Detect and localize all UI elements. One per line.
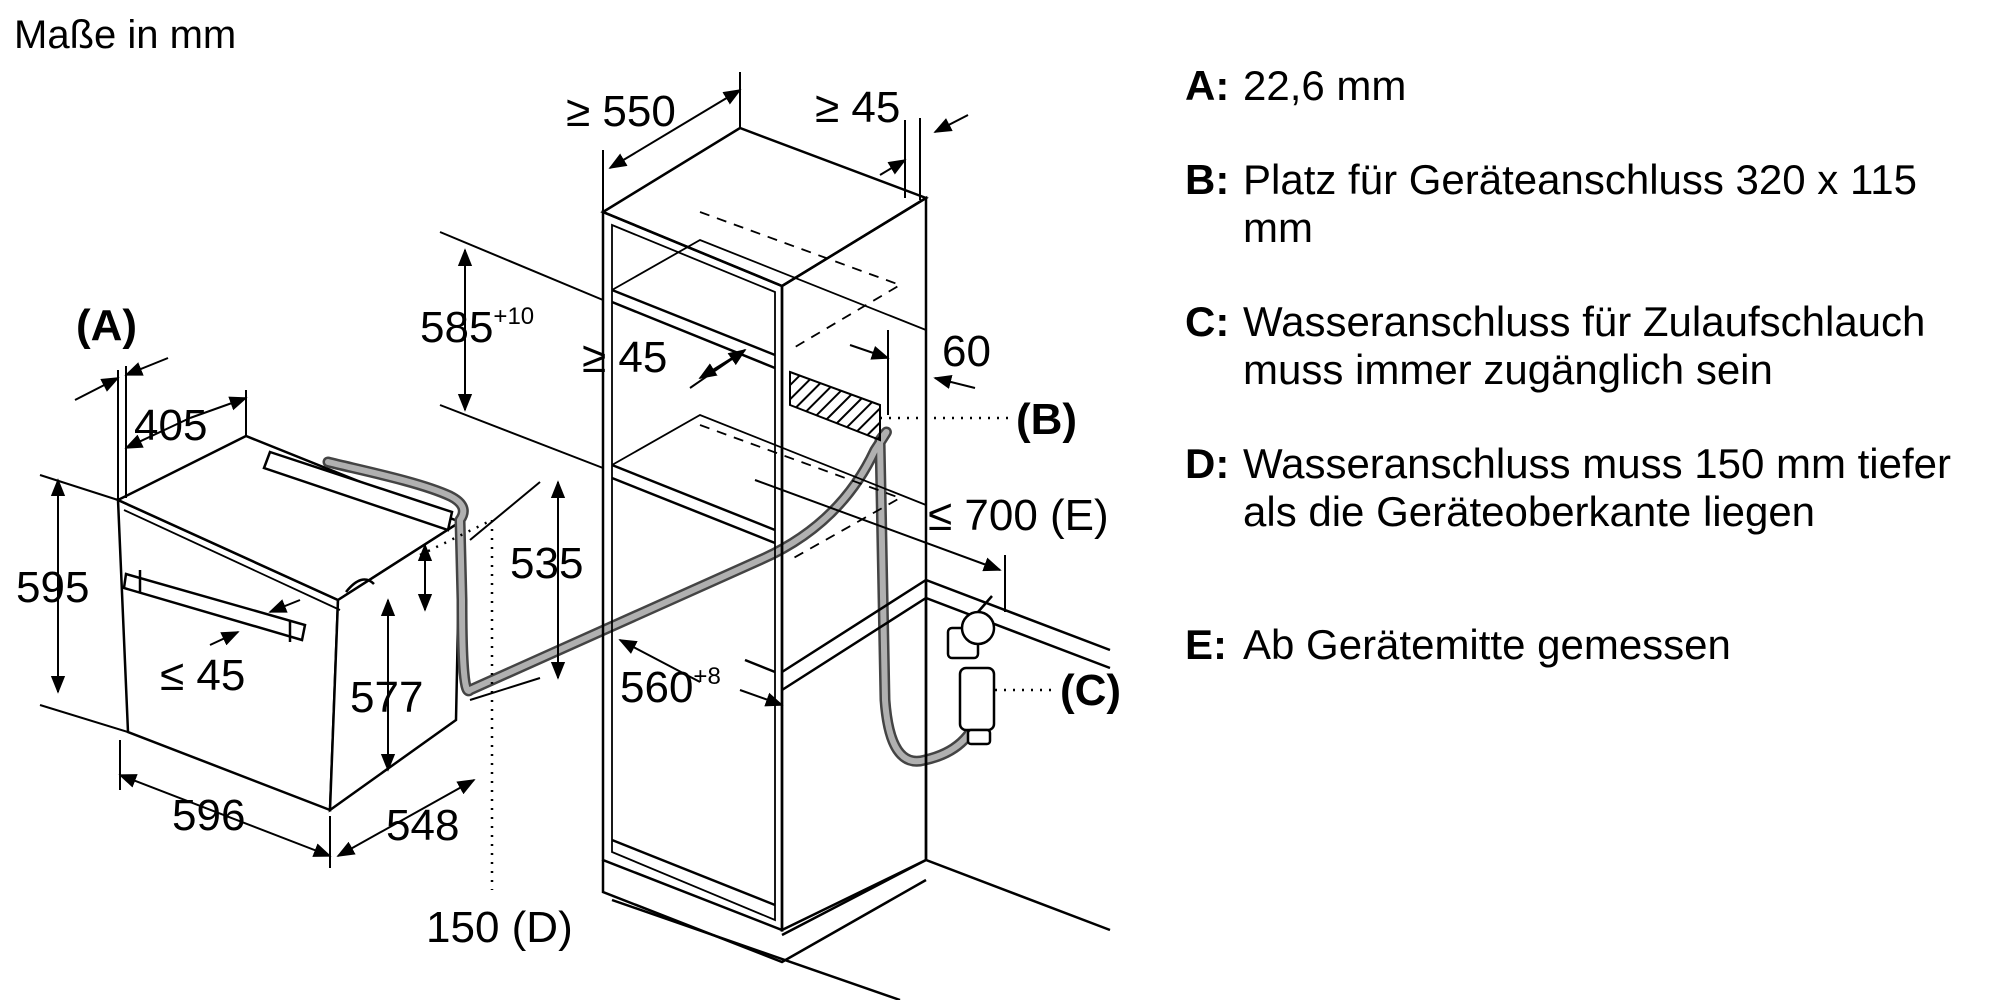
legend-text: Ab Gerätemitte gemessen <box>1243 621 1731 668</box>
legend-key: E: <box>1185 621 1227 668</box>
oven-drawing <box>115 434 463 813</box>
label-a: (A) <box>76 301 137 350</box>
legend-key: A: <box>1185 62 1230 109</box>
label-c: (C) <box>1060 666 1121 715</box>
oven-handle <box>122 572 307 642</box>
leader-lines <box>419 416 1055 890</box>
legend-item-d: D: Wasseranschluss muss 150 mm tiefer al… <box>1185 440 1985 536</box>
dim-oven-width: 596 <box>172 791 245 840</box>
dim-inner-gap: ≥ 45 <box>582 333 667 382</box>
cabinet-top <box>600 126 929 288</box>
water-tap-icon <box>946 595 996 746</box>
legend-text: Wasseranschluss für Zulaufschlauch muss … <box>1243 298 1926 393</box>
legend-item-b: B: Platz für Geräteanschluss 320 x 115 m… <box>1185 156 1985 252</box>
dim-hose-height: 535 <box>510 539 583 588</box>
legend-text: Wasseranschluss muss 150 mm tiefer als d… <box>1243 440 1951 535</box>
dim-niche-height: 585+10 <box>420 303 534 352</box>
legend-item-e: E: Ab Gerätemitte gemessen <box>1185 621 1985 669</box>
legend: A: 22,6 mm B: Platz für Geräteanschluss … <box>1185 62 1985 669</box>
dim-oven-depth: 405 <box>134 401 207 450</box>
dim-e: ≤ 700 (E) <box>928 491 1109 540</box>
legend-text: Platz für Geräteanschluss 320 x 115 mm <box>1243 156 1917 251</box>
legend-text: 22,6 mm <box>1243 62 1407 109</box>
cabinet-front <box>601 210 784 932</box>
legend-key: D: <box>1185 440 1230 487</box>
dim-oven-height: 595 <box>16 563 89 612</box>
legend-item-a: A: 22,6 mm <box>1185 62 1985 110</box>
label-b: (B) <box>1016 395 1077 444</box>
dim-d: 150 (D) <box>426 903 573 952</box>
dim-niche-depth: ≥ 550 <box>566 87 676 136</box>
legend-key: B: <box>1185 156 1230 203</box>
legend-key: C: <box>1185 298 1230 345</box>
dimension-lines <box>39 72 1006 868</box>
dim-rear-gap: 60 <box>942 327 991 376</box>
connection-area-b <box>789 370 881 442</box>
cabinet-drawing <box>600 126 1111 1002</box>
legend-item-c: C: Wasseranschluss für Zulaufschlauch mu… <box>1185 298 1985 394</box>
cabinet-side <box>780 195 928 932</box>
dim-niche-width: 560+8 <box>620 663 721 712</box>
title: Maße in mm <box>14 13 236 57</box>
dim-handle-clearance: ≤ 45 <box>160 651 245 700</box>
dim-top-gap: ≥ 45 <box>815 83 900 132</box>
dim-oven-body-depth: 548 <box>386 801 459 850</box>
dim-oven-body-height: 577 <box>350 673 423 722</box>
water-hose <box>322 426 986 767</box>
